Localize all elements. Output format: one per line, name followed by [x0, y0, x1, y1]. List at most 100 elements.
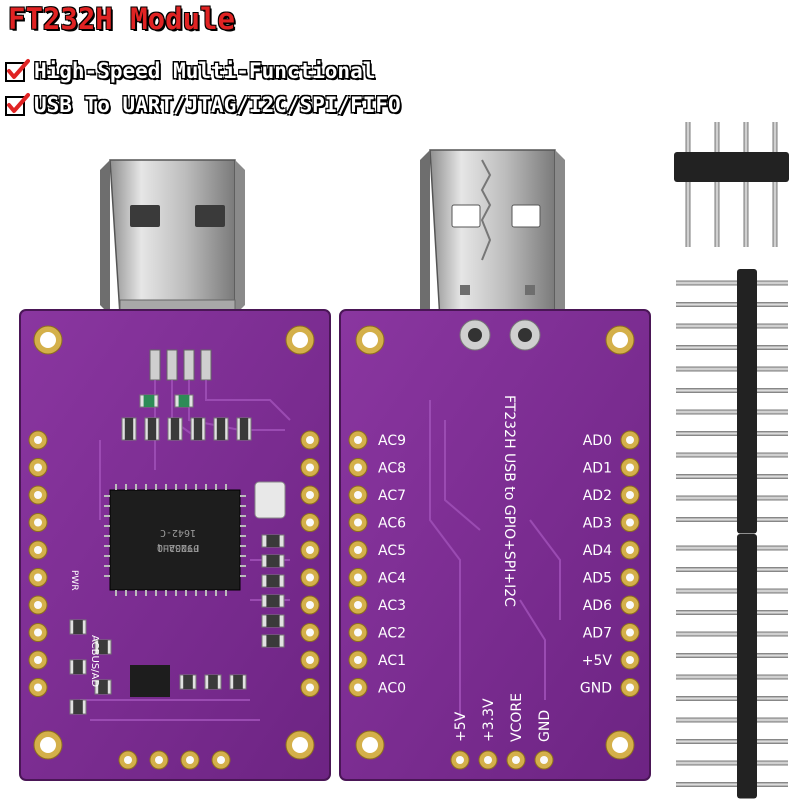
header-pin	[676, 674, 788, 680]
header-pin	[743, 122, 749, 247]
header-pin	[676, 431, 788, 436]
solder-pad	[28, 485, 48, 505]
pin-label: +5V	[582, 653, 613, 669]
pin-label: AC2	[378, 626, 406, 642]
header-pin	[676, 760, 788, 766]
solder-pad	[149, 750, 169, 770]
pin-label: AD0	[583, 433, 612, 449]
solder-pad	[300, 568, 320, 587]
page-title: FT232H Module	[8, 2, 235, 36]
header-pin	[676, 409, 788, 415]
header-pin	[676, 302, 788, 307]
smd-part	[236, 417, 252, 441]
solder-pad	[348, 678, 368, 697]
solder-pad	[300, 678, 320, 697]
header-pin	[676, 567, 788, 572]
smd-part	[261, 534, 285, 548]
header-pin	[676, 610, 788, 615]
chip-label-line-2: 1642-C	[160, 527, 196, 538]
solder-pad	[300, 485, 320, 505]
header-pin	[676, 474, 788, 479]
solder-pad	[300, 513, 320, 532]
front-board: FT232HQ 1642-C D9NGA.1 ACBUS/AD PWR	[19, 159, 331, 781]
side-silkscreen: ACBUS/AD	[89, 635, 100, 687]
solder-pad	[620, 623, 640, 642]
solder-pad	[506, 750, 526, 770]
header-pin	[676, 782, 788, 787]
board-silkscreen-text: FT232H USB to GPIO+SPI+I2C	[501, 395, 517, 607]
solder-pad	[28, 595, 48, 615]
feature-text-1: High-Speed Multi-Functional	[34, 59, 376, 83]
solder-pad	[28, 568, 48, 587]
solder-pad	[28, 650, 48, 670]
solder-pad	[300, 430, 320, 450]
solder-pad	[118, 750, 138, 770]
smd-part	[121, 417, 137, 441]
pin-label: AD1	[583, 461, 612, 477]
smd-part	[204, 674, 222, 690]
smd-part	[261, 554, 285, 568]
chip-label-line-3: D9NGA.1	[157, 542, 199, 553]
solder-pad	[534, 750, 554, 770]
crystal-oscillator	[254, 481, 286, 519]
header-pin	[676, 717, 788, 723]
pin-label: GND	[537, 710, 553, 742]
pin-label: +5V	[453, 711, 469, 742]
solder-pad	[300, 650, 320, 670]
solder-pad	[348, 568, 368, 587]
pin-header-12-upper	[676, 269, 788, 534]
smd-part	[69, 659, 87, 675]
header-pin	[676, 739, 788, 744]
solder-pad	[211, 750, 231, 770]
solder-pad	[348, 513, 368, 532]
pin-label: AC0	[378, 681, 406, 697]
smd-part	[261, 614, 285, 628]
smd-part	[213, 417, 229, 441]
header-body	[674, 152, 789, 182]
header-pin	[676, 696, 788, 701]
pin-header-12-lower	[676, 534, 788, 799]
solder-pad	[620, 430, 640, 450]
header-pin	[676, 323, 788, 329]
pin-label: AD4	[583, 543, 612, 559]
pin-label: AD5	[583, 571, 612, 587]
pin-label: AC6	[378, 516, 406, 532]
solder-pad	[348, 650, 368, 670]
solder-pad	[28, 623, 48, 642]
header-pin	[676, 631, 788, 637]
smd-part	[174, 394, 194, 408]
pwr-silkscreen: PWR	[69, 570, 79, 591]
header-pin	[676, 366, 788, 372]
solder-pad	[620, 568, 640, 587]
feature-line-2: USB To UART/JTAG/I2C/SPI/FIFO	[4, 92, 401, 118]
solder-pad	[28, 430, 48, 450]
pin-label: AC8	[378, 461, 406, 477]
pin-label: AC1	[378, 653, 406, 669]
solder-pad	[28, 540, 48, 560]
solder-pad	[28, 513, 48, 532]
header-body	[737, 534, 757, 799]
solder-pad	[620, 458, 640, 477]
pin-label: GND	[580, 681, 612, 697]
header-pin	[676, 388, 788, 393]
solder-pad	[348, 595, 368, 615]
solder-pad	[300, 595, 320, 615]
header-pin	[685, 122, 691, 247]
header-pin	[676, 545, 788, 551]
pin-label: AC3	[378, 598, 406, 614]
solder-pad	[28, 678, 48, 697]
pin-label: +3.3V	[481, 698, 497, 742]
checkbox-checked-icon	[5, 93, 30, 116]
smd-part	[94, 679, 112, 695]
solder-pad	[620, 650, 640, 670]
header-pin	[676, 280, 788, 286]
regulator-chip	[130, 665, 170, 697]
header-pin	[676, 495, 788, 501]
header-pin	[676, 452, 788, 458]
pin-label: AD3	[583, 516, 612, 532]
smd-part	[261, 634, 285, 648]
smd-part	[144, 417, 160, 441]
solder-pad	[478, 750, 498, 770]
header-pin	[676, 653, 788, 658]
